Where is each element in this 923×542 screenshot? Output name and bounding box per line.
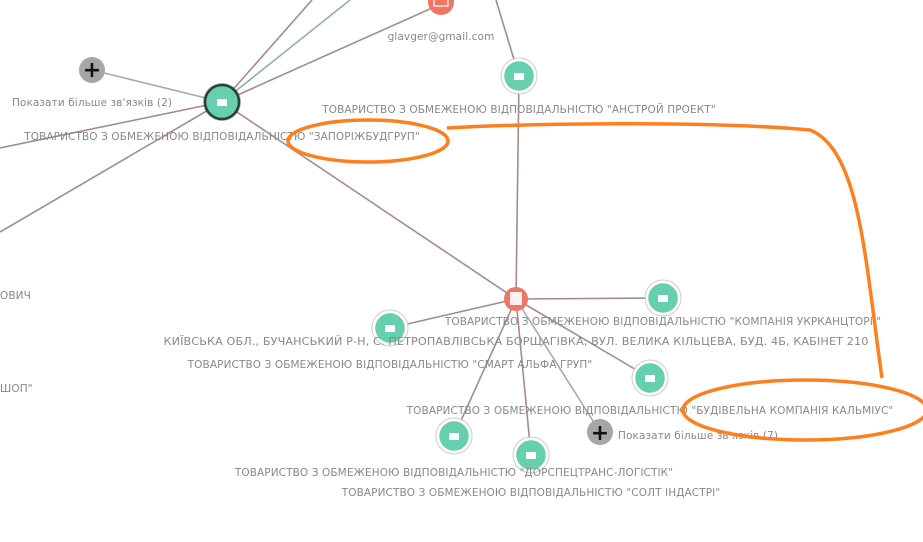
solt-label: ТОВАРИСТВО З ОБМЕЖЕНОЮ ВІДПОВІДАЛЬНІСТЮ …	[341, 487, 721, 499]
company-node[interactable]	[631, 359, 669, 397]
more-links-node-bottom[interactable]: +	[587, 419, 613, 446]
briefcase-icon	[658, 295, 668, 302]
annotation-ellipse-hub	[286, 118, 450, 164]
anstroy-label: ТОВАРИСТВО З ОБМЕЖЕНОЮ ВІДПОВІДАЛЬНІСТЮ …	[321, 103, 716, 116]
annotation-ellipse-kalmius	[681, 378, 923, 442]
annotation-connector	[446, 121, 884, 379]
email-node[interactable]	[428, 0, 454, 15]
more-links-left-label: Показати більше зв'язків (2)	[12, 97, 172, 109]
briefcase-icon	[514, 73, 524, 80]
labels: glavger@gmail.com Показати більше зв'язк…	[0, 31, 893, 499]
company-node[interactable]	[500, 57, 538, 95]
ukrkantorg-label: ТОВАРИСТВО З ОБМЕЖЕНОЮ ВІДПОВІДАЛЬНІСТЮ …	[444, 316, 881, 328]
envelope-icon	[433, 0, 449, 7]
address-node[interactable]	[504, 287, 528, 311]
more-links-bottom-label: Показати більше зв'язків (7)	[618, 430, 778, 442]
hub-label: ТОВАРИСТВО З ОБМЕЖЕНОЮ ВІДПОВІДАЛЬНІСТЮ …	[23, 131, 420, 143]
building-icon	[510, 292, 522, 305]
company-node-hub[interactable]	[203, 83, 241, 121]
edges	[0, 0, 664, 456]
logistik-label: ТОВАРИСТВО З ОБМЕЖЕНОЮ ВІДПОВІДАЛЬНІСТЮ …	[234, 467, 673, 479]
more-links-node-left[interactable]: +	[79, 57, 105, 83]
briefcase-icon	[526, 452, 536, 459]
smartalfa-label: ТОВАРИСТВО З ОБМЕЖЕНОЮ ВІДПОВІДАЛЬНІСТЮ …	[187, 359, 593, 371]
briefcase-icon	[449, 433, 459, 440]
kalmius-label: ТОВАРИСТВО З ОБМЕЖЕНОЮ ВІДПОВІДАЛЬНІСТЮ …	[406, 405, 894, 417]
briefcase-icon	[217, 99, 227, 106]
left-cut-label-2: ШОП"	[0, 383, 33, 395]
company-node[interactable]	[435, 417, 473, 455]
company-nodes	[371, 57, 682, 474]
email-label: glavger@gmail.com	[388, 31, 495, 43]
plus-icon: +	[83, 58, 101, 83]
briefcase-icon	[645, 375, 655, 382]
company-node[interactable]	[512, 436, 550, 474]
left-cut-label-1: ОВИЧ	[0, 290, 31, 302]
address-label: КИЇВСЬКА ОБЛ., БУЧАНСЬКИЙ Р-Н, С. ПЕТРОП…	[164, 335, 869, 348]
annotations	[286, 118, 923, 442]
briefcase-icon	[385, 325, 395, 332]
company-node[interactable]	[371, 309, 409, 347]
plus-icon: +	[591, 421, 609, 446]
company-node[interactable]	[644, 279, 682, 317]
